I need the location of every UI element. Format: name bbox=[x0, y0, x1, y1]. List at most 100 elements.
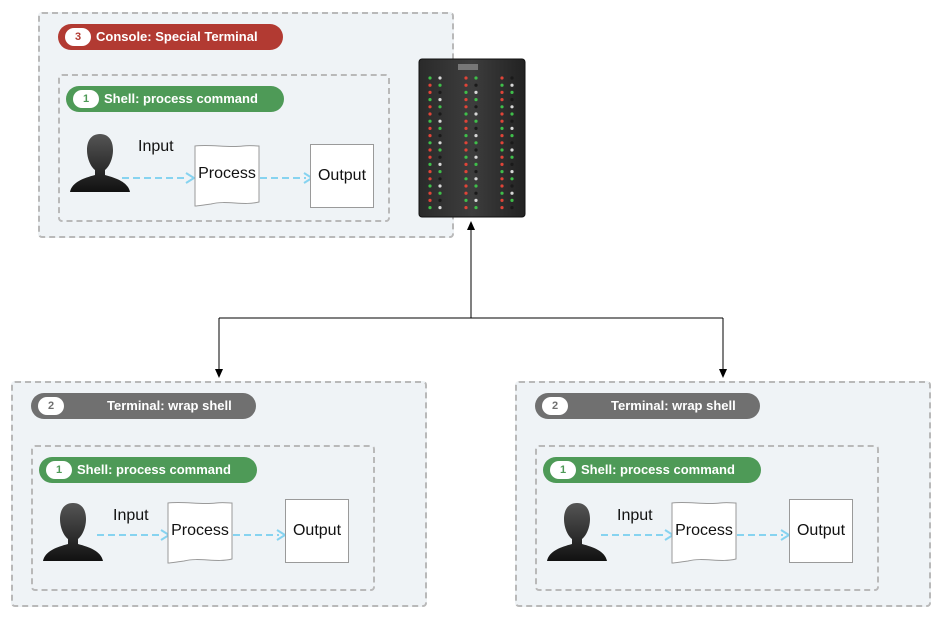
rack-led bbox=[474, 177, 478, 181]
rack-led bbox=[428, 177, 432, 181]
rack-led bbox=[428, 148, 432, 152]
rack-led bbox=[500, 83, 504, 87]
rack-led bbox=[474, 98, 478, 102]
console-title: Console: Special Terminal bbox=[96, 29, 258, 44]
rack-led bbox=[510, 105, 514, 109]
terminal-panel-left: 2 Terminal: wrap shell 1 Shell: process … bbox=[11, 381, 427, 607]
shell-title-pill: 1 Shell: process command bbox=[543, 457, 761, 483]
process-document: Process bbox=[194, 144, 260, 208]
shell-title-pill: 1 Shell: process command bbox=[39, 457, 257, 483]
rack-led bbox=[474, 198, 478, 202]
console-title-pill: 3 Console: Special Terminal bbox=[58, 24, 283, 50]
shell-title-pill: 1 Shell: process command bbox=[66, 86, 284, 112]
rack-led bbox=[464, 90, 468, 94]
terminal-title: Terminal: wrap shell bbox=[611, 398, 736, 413]
output-label: Output bbox=[292, 522, 342, 539]
rack-led bbox=[428, 191, 432, 195]
output-label: Output bbox=[317, 167, 367, 184]
user-silhouette-icon bbox=[70, 134, 130, 192]
process-label: Process bbox=[171, 522, 229, 539]
rack-led bbox=[428, 141, 432, 145]
document-icon bbox=[671, 501, 737, 564]
rack-led bbox=[474, 90, 478, 94]
flow-arrow-output bbox=[233, 529, 287, 541]
rack-led bbox=[510, 198, 514, 202]
rack-led bbox=[500, 198, 504, 202]
rack-led bbox=[464, 155, 468, 159]
rack-led bbox=[474, 119, 478, 123]
rack-led bbox=[500, 184, 504, 188]
rack-led bbox=[474, 148, 478, 152]
rack-led bbox=[510, 148, 514, 152]
rack-led bbox=[500, 119, 504, 123]
document-icon bbox=[167, 501, 233, 564]
rack-led bbox=[500, 148, 504, 152]
rack-led bbox=[438, 191, 442, 195]
shell-title: Shell: process command bbox=[581, 462, 735, 477]
rack-led bbox=[500, 206, 504, 210]
rack-led bbox=[500, 76, 504, 80]
rack-led bbox=[438, 155, 442, 159]
rack-led bbox=[428, 112, 432, 116]
rack-led bbox=[474, 170, 478, 174]
rack-led bbox=[500, 90, 504, 94]
rack-led bbox=[438, 134, 442, 138]
shell-title: Shell: process command bbox=[77, 462, 231, 477]
rack-led bbox=[510, 126, 514, 130]
rack-led bbox=[464, 198, 468, 202]
rack-led bbox=[510, 184, 514, 188]
shell-title: Shell: process command bbox=[104, 91, 258, 106]
output-box: Output bbox=[285, 499, 349, 563]
terminal-shell-panel: 1 Shell: process command Input Process O… bbox=[535, 445, 879, 591]
rack-led bbox=[510, 162, 514, 166]
rack-led bbox=[428, 198, 432, 202]
rack-led bbox=[428, 105, 432, 109]
console-shell-panel: 1 Shell: process command Input Process bbox=[58, 74, 390, 222]
rack-led bbox=[464, 206, 468, 210]
rack-led bbox=[510, 76, 514, 80]
terminal-title-pill: 2 Terminal: wrap shell bbox=[535, 393, 760, 419]
input-label: Input bbox=[113, 507, 149, 524]
rack-led bbox=[474, 126, 478, 130]
flow-arrow-output bbox=[737, 529, 791, 541]
terminal-panel-right: 2 Terminal: wrap shell 1 Shell: process … bbox=[515, 381, 931, 607]
document-icon bbox=[194, 144, 260, 207]
rack-led bbox=[510, 134, 514, 138]
rack-led bbox=[464, 112, 468, 116]
process-label: Process bbox=[675, 522, 733, 539]
rack-led bbox=[428, 170, 432, 174]
rack-led bbox=[474, 112, 478, 116]
rack-led bbox=[464, 105, 468, 109]
rack-led bbox=[438, 98, 442, 102]
rack-led bbox=[464, 162, 468, 166]
rack-led bbox=[510, 155, 514, 159]
rack-led bbox=[510, 112, 514, 116]
terminal-number-badge: 2 bbox=[38, 397, 64, 415]
rack-led bbox=[428, 119, 432, 123]
rack-led bbox=[474, 83, 478, 87]
output-box: Output bbox=[789, 499, 853, 563]
rack-led bbox=[438, 119, 442, 123]
rack-led bbox=[500, 126, 504, 130]
input-label: Input bbox=[617, 507, 653, 524]
terminal-number-badge: 2 bbox=[542, 397, 568, 415]
rack-led bbox=[474, 155, 478, 159]
rack-led bbox=[464, 76, 468, 80]
rack-led bbox=[438, 76, 442, 80]
user-silhouette-icon bbox=[43, 503, 103, 561]
rack-led bbox=[510, 119, 514, 123]
rack-led bbox=[428, 134, 432, 138]
process-document: Process bbox=[671, 501, 737, 565]
rack-led bbox=[438, 184, 442, 188]
rack-led bbox=[428, 76, 432, 80]
rack-led bbox=[474, 141, 478, 145]
process-document: Process bbox=[167, 501, 233, 565]
rack-led bbox=[500, 98, 504, 102]
rack-led bbox=[438, 148, 442, 152]
rack-led bbox=[500, 105, 504, 109]
output-label: Output bbox=[796, 522, 846, 539]
terminal-shell-panel: 1 Shell: process command Input Process O… bbox=[31, 445, 375, 591]
rack-led bbox=[474, 105, 478, 109]
rack-led bbox=[428, 206, 432, 210]
